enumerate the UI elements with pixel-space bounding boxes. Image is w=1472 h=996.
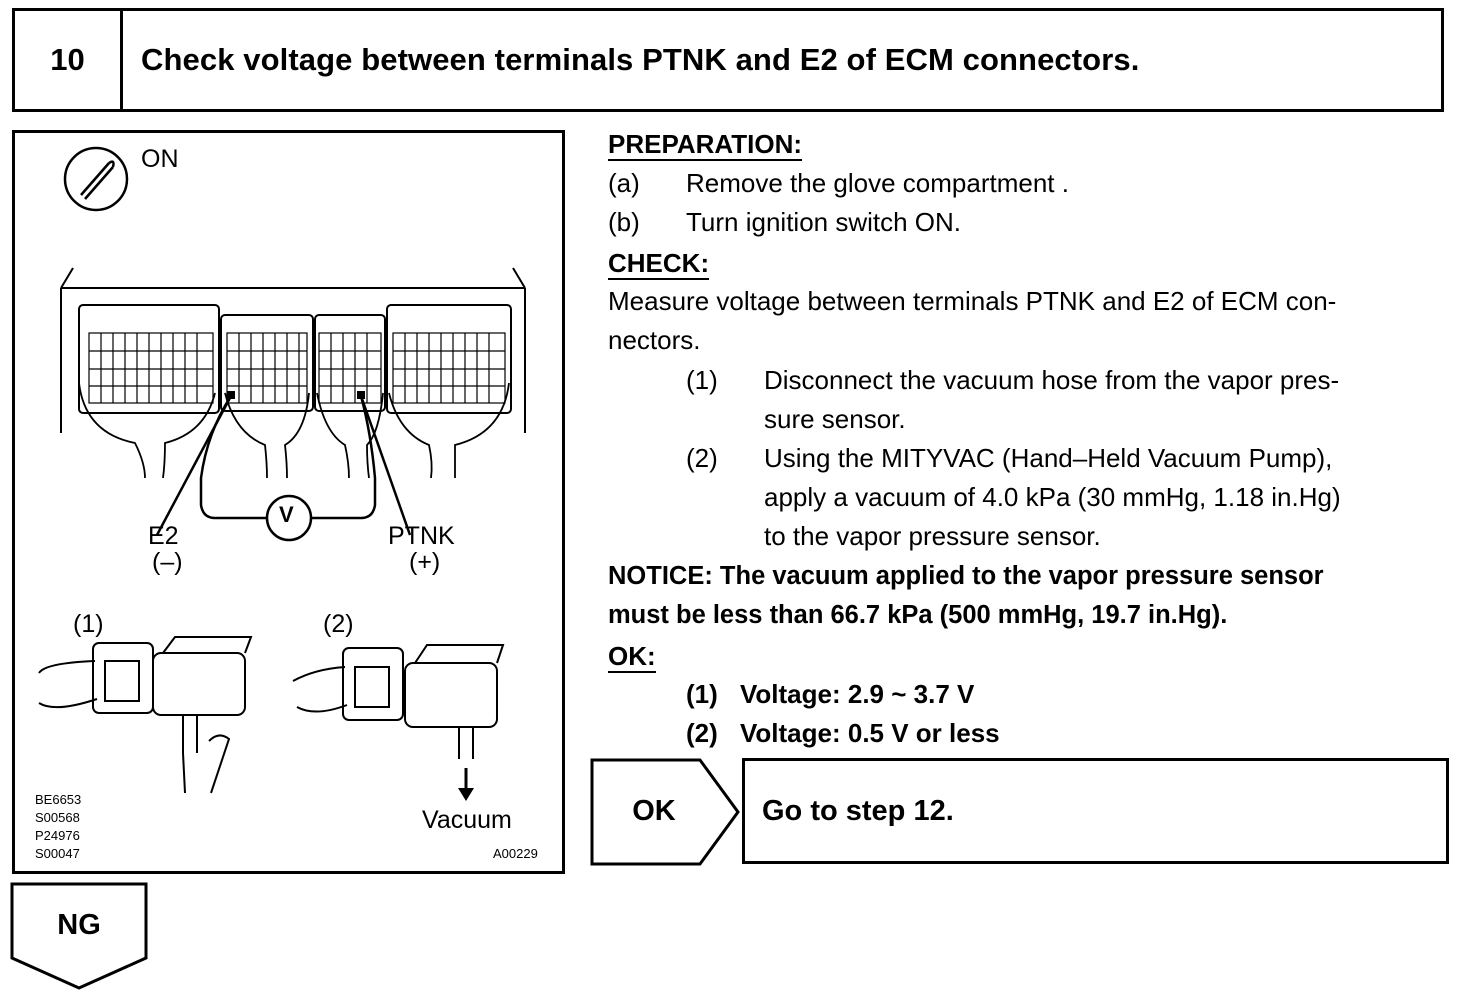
sketch-1-label: (1) [73,610,104,638]
connector-pins [88,332,506,404]
figure-reference-code: BE6653 [35,792,82,807]
check-step-line: apply a vacuum of 4.0 kPa (30 mmHg, 1.18… [764,482,1341,512]
step-title: Check voltage between terminals PTNK and… [141,42,1140,77]
check-step-line: Using the MITYVAC (Hand–Held Vacuum Pump… [764,443,1333,473]
e2-label: E2 [148,522,179,550]
ok-spec-value: Voltage: 2.9 ~ 3.7 V [740,679,975,709]
ecm-housing [60,267,526,433]
voltmeter-symbol: V [279,502,294,527]
vapor-sensor-sketch-1 [38,636,253,794]
ptnk-label: PTNK [388,522,455,550]
figure-code: A00229 [493,846,538,861]
voltmeter-icon [265,494,313,542]
ecm-connector-drawing [38,146,526,801]
preparation-item-marker: (a) [608,168,640,198]
ng-result-label: NG [57,908,101,941]
check-text-line: nectors. [608,325,701,355]
ng-result-arrow [10,882,148,990]
ok-spec-heading: OK: [608,641,656,673]
ok-spec-marker: (2) [686,718,718,748]
ok-result-label: OK [632,794,676,827]
preparation-item-text: Turn ignition switch ON. [686,207,962,237]
vacuum-arrow-icon [458,768,474,801]
ptnk-polarity: (+) [409,548,441,576]
preparation-heading: PREPARATION: [608,129,803,161]
check-step-marker: (2) [686,443,718,473]
probe-leads [155,395,412,536]
check-text-line: Measure voltage between terminals PTNK a… [608,286,1337,316]
preparation-item-marker: (b) [608,207,640,237]
figure-reference-code: S00568 [35,810,80,825]
vacuum-label: Vacuum [422,806,512,834]
step-header: 10 Check voltage between terminals PTNK … [12,8,1444,112]
ignition-key-icon [63,146,129,212]
wire-harnesses [78,382,510,479]
figure-reference-code: P24976 [35,828,80,843]
sketch-2-label: (2) [323,610,354,638]
ok-action-text: Go to step 12. [762,794,954,827]
notice-line: NOTICE: The vacuum applied to the vapor … [608,562,1324,590]
ok-spec-value: Voltage: 0.5 V or less [740,718,1000,748]
check-step-line: sure sensor. [764,404,906,434]
ptnk-terminal [357,391,365,399]
ok-spec-marker: (1) [686,679,718,709]
ignition-on-label: ON [141,145,179,173]
e2-polarity: (–) [152,548,183,576]
check-step-line: Disconnect the vacuum hose from the vapo… [764,365,1340,395]
wiring-illustration: ON V E2 (–) PTNK (+) (1) (2) Vacuum BE66… [12,130,565,874]
ok-result-arrow [590,758,740,866]
figure-reference-code: S00047 [35,846,80,861]
step-number: 10 [15,11,123,109]
ok-action-box: Go to step 12. [742,758,1449,864]
check-step-line: to the vapor pressure sensor. [764,521,1101,551]
check-heading: CHECK: [608,248,710,280]
e2-terminal [227,391,235,399]
vapor-sensor-sketch-2 [292,644,505,759]
preparation-item-text: Remove the glove compartment . [686,168,1069,198]
check-step-marker: (1) [686,365,718,395]
notice-line: must be less than 66.7 kPa (500 mmHg, 19… [608,601,1228,629]
